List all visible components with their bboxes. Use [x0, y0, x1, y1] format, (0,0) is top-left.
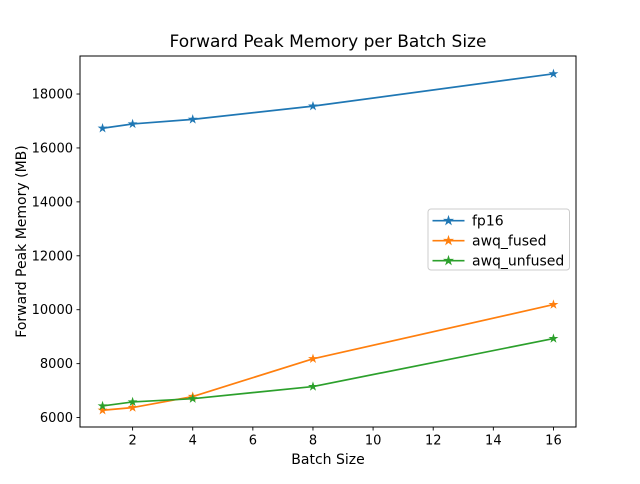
- y-axis-label: Forward Peak Memory (MB): [14, 145, 30, 337]
- series-line-fp16: [102, 72, 554, 130]
- legend-marker-awq_unfused: [442, 254, 455, 266]
- legend-marker-fp16: [442, 214, 455, 226]
- y-tick-label: 14000: [32, 195, 73, 210]
- x-tick-label: 14: [485, 434, 502, 449]
- y-tick-label: 18000: [32, 88, 73, 103]
- series-line-awq_fused: [102, 303, 554, 412]
- x-tick-label: 16: [545, 434, 562, 449]
- x-tick-label: 8: [309, 434, 317, 449]
- legend-label-awq_unfused: awq_unfused: [472, 254, 564, 270]
- data-point-marker-fp16: [308, 100, 318, 111]
- data-point-marker-awq_fused: [548, 299, 559, 309]
- data-point-marker-awq_unfused: [308, 381, 318, 391]
- legend-label-awq_fused: awq_fused: [472, 234, 547, 250]
- data-point-marker-fp16: [97, 123, 108, 133]
- y-tick-label: 6000: [40, 411, 73, 426]
- x-axis-label: Batch Size: [291, 452, 364, 468]
- x-tick-label: 12: [425, 434, 442, 449]
- data-point-marker-fp16: [187, 114, 198, 124]
- data-point-marker-awq_unfused: [548, 333, 559, 343]
- data-point-marker-fp16: [127, 118, 138, 129]
- plot-area: 2 4 6 8 10 12 14 16 6000 8000 10000 12000 14000 16000…: [32, 55, 577, 449]
- legend-label-fp16: fp16: [472, 214, 504, 230]
- data-point-marker-fp16: [548, 68, 559, 78]
- series-line-awq_unfused: [102, 337, 554, 407]
- x-tick-label: 6: [249, 434, 257, 449]
- y-tick-label: 8000: [40, 357, 73, 372]
- data-point-marker-awq_unfused: [97, 400, 108, 411]
- x-tick-label: 4: [189, 434, 197, 449]
- legend: fp16 awq_fused awq_unfused: [427, 208, 570, 271]
- data-point-marker-awq_fused: [127, 402, 138, 412]
- data-point-marker-awq_fused: [97, 405, 108, 415]
- chart-title: Forward Peak Memory per Batch Size: [170, 32, 487, 52]
- y-tick-label: 12000: [32, 249, 73, 264]
- y-tick-label: 10000: [32, 303, 73, 318]
- legend-box: [427, 208, 570, 271]
- x-tick-label: 2: [128, 434, 136, 449]
- legend-marker-awq_fused: [442, 234, 455, 246]
- data-point-marker-awq_fused: [308, 353, 318, 363]
- data-point-marker-awq_unfused: [187, 393, 198, 403]
- data-point-marker-awq_unfused: [127, 396, 138, 407]
- x-tick-label: 10: [365, 434, 382, 449]
- y-tick-label: 16000: [32, 141, 73, 156]
- axes-frame: [79, 55, 577, 428]
